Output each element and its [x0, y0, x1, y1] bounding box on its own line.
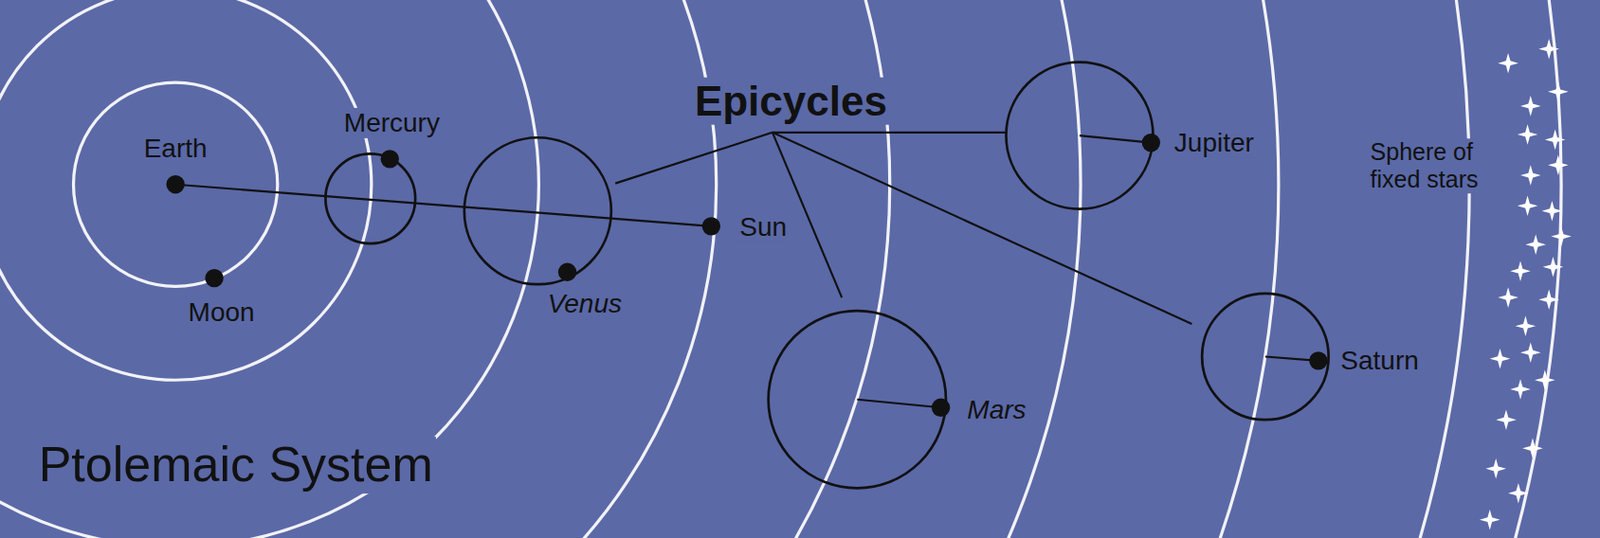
- jupiter-epicycle: [1005, 62, 1153, 210]
- star: [1479, 509, 1501, 531]
- planet-label: Mercury: [341, 108, 443, 139]
- saturn-epicycle: [1201, 293, 1328, 420]
- star: [1550, 226, 1572, 248]
- label-anchor: Ptolemaic System: [36, 436, 437, 494]
- star: [1497, 287, 1519, 309]
- stars-outer-sphere: [0, 0, 1562, 538]
- star: [1497, 53, 1519, 74]
- label-anchor: Moon: [185, 297, 258, 328]
- star: [1547, 155, 1569, 177]
- venus-dot: [558, 263, 577, 282]
- mercury-deferent: [0, 0, 372, 381]
- star: [1545, 129, 1566, 151]
- star: [1520, 342, 1542, 364]
- earth-dot: [165, 175, 184, 194]
- label-anchor: Mercury: [341, 108, 443, 139]
- earth-sun-line: [175, 184, 711, 227]
- star: [1525, 234, 1546, 255]
- body-label: Sun: [736, 212, 790, 243]
- planet-label: Saturn: [1337, 345, 1422, 377]
- venus-deferent: [0, 0, 539, 538]
- label-anchor: Sun: [736, 212, 790, 243]
- star: [1538, 38, 1560, 60]
- label-anchor: Sphere of fixed stars: [1367, 139, 1516, 195]
- planet-label: Jupiter: [1171, 127, 1257, 159]
- star: [1517, 196, 1539, 218]
- star: [1543, 256, 1564, 278]
- star: [1542, 200, 1564, 222]
- sun-orbit: [0, 0, 717, 538]
- label-anchor: Mars: [963, 395, 1029, 426]
- mercury-dot: [381, 149, 400, 168]
- leader-line: [772, 131, 1007, 134]
- star: [1517, 124, 1539, 146]
- planet-label: Venus: [545, 289, 625, 320]
- leader-line: [615, 132, 773, 184]
- star: [1520, 164, 1542, 186]
- venus-epicycle: [464, 137, 612, 285]
- body-label: Earth: [141, 133, 211, 164]
- star: [1538, 290, 1560, 311]
- stars-inner-sphere: [0, 0, 1470, 538]
- diagram-title: Ptolemaic System: [36, 436, 437, 494]
- callout-title: Epicycles: [691, 76, 891, 126]
- star: [1509, 379, 1531, 400]
- star: [1485, 458, 1507, 480]
- saturn-dot: [1309, 351, 1328, 370]
- planet-label: Mars: [963, 395, 1029, 426]
- label-anchor: Epicycles: [691, 76, 891, 126]
- saturn-deferent: [0, 0, 1279, 538]
- sun-dot: [702, 217, 721, 236]
- star: [1490, 348, 1511, 370]
- body-label: Moon: [185, 297, 258, 328]
- star: [1534, 370, 1556, 392]
- label-anchor: Venus: [545, 289, 625, 320]
- mars-epicycle: [768, 310, 946, 489]
- mars-dot: [931, 399, 950, 418]
- label-anchor: Jupiter: [1171, 127, 1257, 159]
- sphere-label: Sphere of fixed stars: [1367, 139, 1516, 195]
- star: [1508, 483, 1529, 505]
- star: [1509, 260, 1531, 282]
- label-anchor: Saturn: [1337, 345, 1422, 377]
- label-anchor: Earth: [141, 133, 211, 164]
- mars-deferent: [0, 0, 891, 538]
- jupiter-dot: [1142, 133, 1161, 152]
- star: [1522, 438, 1544, 460]
- jupiter-deferent: [0, 0, 1081, 538]
- star: [1495, 409, 1517, 431]
- star: [1547, 81, 1569, 103]
- star: [1515, 315, 1537, 337]
- star: [1520, 95, 1542, 117]
- mars-epicycle-radius: [856, 400, 941, 409]
- jupiter-epicycle-radius: [1079, 135, 1151, 144]
- moon-orbit: [73, 82, 278, 287]
- moon-dot: [204, 269, 223, 288]
- leader-line: [772, 132, 1192, 325]
